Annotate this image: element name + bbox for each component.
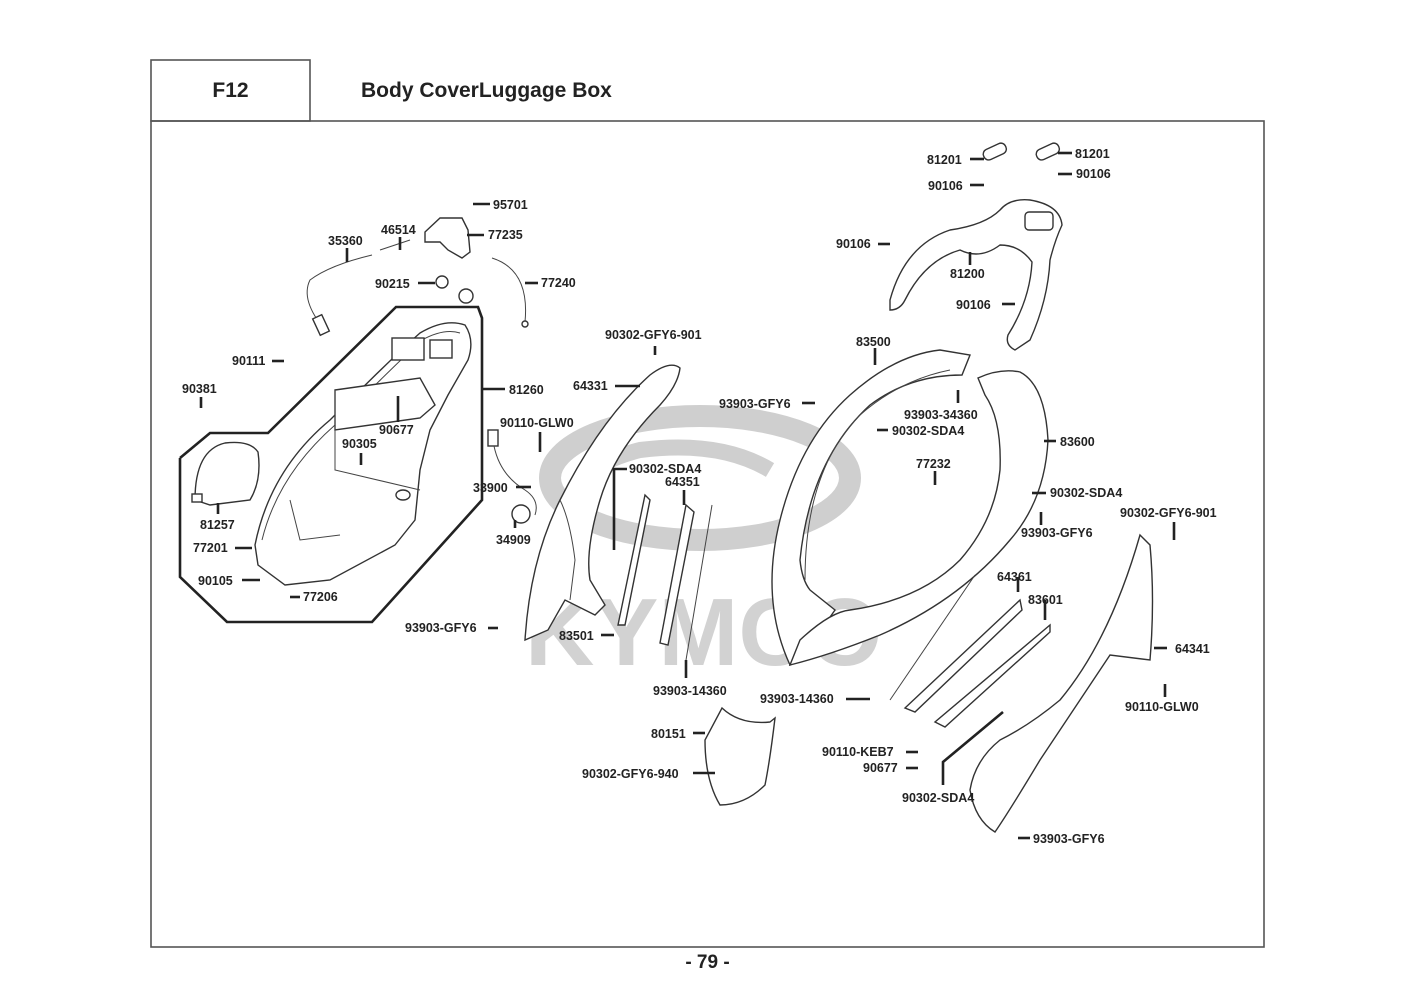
label-90677: 90677 [379,423,414,437]
label-90302-SDA4-a: 90302-SDA4 [629,462,701,476]
label-93903-GFY6-b: 93903-GFY6 [719,397,791,411]
seat-lock-cables [306,217,529,337]
watermark-ring-outer [539,405,861,551]
label-81257: 81257 [200,518,235,532]
label-90302-GFY6-901-a: 90302-GFY6-901 [605,328,702,342]
label-77232: 77232 [916,457,951,471]
label-46514: 46514 [381,223,416,237]
label-90381: 90381 [182,382,217,396]
label-90305: 90305 [342,437,377,451]
rivet-strip-a [685,504,713,661]
label-77201: 77201 [193,541,228,555]
leader-lines [199,151,1176,840]
label-93903-GFY6-a: 93903-GFY6 [405,621,477,635]
label-95701: 95701 [493,198,528,212]
page-title: Body CoverLuggage Box [361,78,612,102]
strip-83601 [933,623,1051,728]
section-code: F12 [212,78,249,102]
label-90302-GFY6-940: 90302-GFY6-940 [582,767,679,781]
page-frame [150,59,1265,948]
label-90106-a: 90106 [928,179,963,193]
strip-64351 [659,503,695,646]
label-90677-b: 90677 [863,761,898,775]
label-93903-14360-a: 93903-14360 [653,684,727,698]
label-64331: 64331 [573,379,608,393]
strip-83501 [617,493,651,626]
label-34909: 34909 [496,533,531,547]
label-90105: 90105 [198,574,233,588]
label-77206: 77206 [303,590,338,604]
label-83501: 83501 [559,629,594,643]
diagram-box [150,120,1265,948]
rivet-strip-b [889,574,976,701]
luggage-box-81260 [254,322,472,586]
label-83500: 83500 [856,335,891,349]
lower-cover-64341 [969,533,1154,833]
label-64351: 64351 [665,475,700,489]
label-33900: 33900 [473,481,508,495]
label-90302-SDA4-d: 90302-SDA4 [902,791,974,805]
inner-cover-64331 [524,364,681,642]
label-90110-GLW0-a: 90110-GLW0 [500,416,574,430]
switch-harness-33900 [487,429,537,524]
label-93903-14360-b: 93903-14360 [760,692,834,706]
label-90110-KEB7: 90110-KEB7 [822,745,894,759]
label-90111: 90111 [232,354,265,368]
seat-cushion-81257 [191,441,260,506]
label-83601: 83601 [1028,593,1063,607]
cover-80151 [704,706,776,806]
label-77235: 77235 [488,228,523,242]
label-81201-a: 81201 [927,153,962,167]
side-cover-83500 [771,349,971,666]
label-81200: 81200 [950,267,985,281]
label-90106-d: 90106 [956,298,991,312]
label-90215: 90215 [375,277,410,291]
label-93903-GFY6-d: 93903-GFY6 [1033,832,1105,846]
label-81201-b: 81201 [1075,147,1110,161]
label-93903-GFY6-c: 93903-GFY6 [1021,526,1093,540]
label-77240: 77240 [541,276,576,290]
label-35360: 35360 [328,234,363,248]
label-90106-b: 90106 [1076,167,1111,181]
label-64341: 64341 [1175,642,1210,656]
luggage-box-group-outline [178,305,484,624]
grab-rail-81200 [889,142,1063,351]
label-80151: 80151 [651,727,686,741]
label-64361: 64361 [997,570,1032,584]
strip-64361 [903,598,1023,713]
label-93903-34360: 93903-34360 [904,408,978,422]
label-81260: 81260 [509,383,544,397]
label-90302-GFY6-901-b: 90302-GFY6-901 [1120,506,1217,520]
label-90110-GLW0-b: 90110-GLW0 [1125,700,1199,714]
part-labels: 95701 46514 77235 35360 90215 77240 9011… [182,147,1217,846]
label-90106-c: 90106 [836,237,871,251]
side-cover-83600 [788,370,1049,667]
label-90302-SDA4-b: 90302-SDA4 [892,424,964,438]
page-number: - 79 - [685,952,730,973]
label-83600: 83600 [1060,435,1095,449]
label-90302-SDA4-c: 90302-SDA4 [1050,486,1122,500]
